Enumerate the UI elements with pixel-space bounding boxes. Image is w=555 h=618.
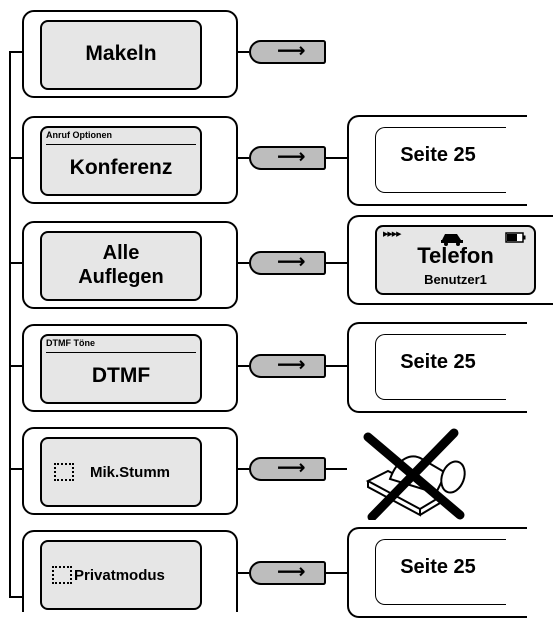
- alle-auflegen-frame: Alle Auflegen: [22, 221, 238, 309]
- car-icon: [441, 234, 463, 246]
- arrow-right-icon: ⟶: [277, 251, 306, 273]
- makeln-arrow-button[interactable]: ⟶: [249, 40, 326, 64]
- mikstumm-frame: Mik.Stumm: [22, 427, 238, 515]
- dtmf-frame: DTMF Töne DTMF: [22, 324, 238, 412]
- konferenz-arrow-button[interactable]: ⟶: [249, 146, 326, 170]
- alle-auflegen-screen[interactable]: Alle Auflegen: [40, 231, 202, 301]
- muted-phone-crossed-icon: [363, 428, 466, 520]
- arrow-right-icon: ⟶: [277, 457, 306, 479]
- mikstumm-arrow-button[interactable]: ⟶: [249, 457, 326, 481]
- mikstumm-label: Mik.Stumm: [90, 464, 171, 481]
- left-bracket: [9, 51, 22, 598]
- konferenz-screen[interactable]: Anruf Optionen Konferenz: [40, 126, 202, 196]
- arrow-right-icon: ⟶: [277, 354, 306, 376]
- konferenz-header: Anruf Optionen: [46, 130, 112, 140]
- page-ref-konferenz: Seite 25: [347, 115, 527, 206]
- page-ref-label: Seite 25: [400, 144, 476, 166]
- phone-title: Telefon: [417, 243, 494, 268]
- privatmodus-frame: Privatmodus: [22, 530, 238, 612]
- dtmf-header: DTMF Töne: [46, 338, 95, 348]
- alle-auflegen-arrow-button[interactable]: ⟶: [249, 251, 326, 275]
- arrow-right-icon: ⟶: [277, 146, 306, 168]
- dotted-placeholder-icon: [52, 566, 72, 584]
- phone-user: Benutzer1: [424, 272, 487, 287]
- makeln-frame: Makeln: [22, 10, 238, 98]
- privatmodus-label: Privatmodus: [74, 567, 165, 584]
- page-inner: [375, 539, 506, 605]
- auflegen-label: Auflegen: [78, 266, 164, 288]
- makeln-label: Makeln: [85, 42, 157, 65]
- konferenz-frame: Anruf Optionen Konferenz: [22, 116, 238, 204]
- phone-display: ▶▶▶▶ Telefon Benutzer1: [347, 215, 553, 305]
- header-divider: [46, 144, 196, 145]
- page-inner: [375, 127, 506, 193]
- battery-icon: [505, 232, 526, 243]
- phone-lcd: ▶▶▶▶ Telefon Benutzer1: [375, 225, 536, 295]
- mikstumm-screen[interactable]: Mik.Stumm: [40, 437, 202, 507]
- makeln-screen[interactable]: Makeln: [40, 20, 202, 90]
- page-ref-dtmf: Seite 25: [347, 322, 527, 413]
- privatmodus-arrow-button[interactable]: ⟶: [249, 561, 326, 585]
- page-ref-privatmodus: Seite 25: [347, 527, 527, 618]
- page-ref-label: Seite 25: [400, 351, 476, 373]
- arrow-right-icon: ⟶: [277, 561, 306, 583]
- arrow-right-icon: ⟶: [277, 40, 306, 62]
- header-divider: [46, 352, 196, 353]
- konferenz-label: Konferenz: [69, 156, 173, 179]
- page-inner: [375, 334, 506, 400]
- alle-label: Alle: [102, 242, 140, 264]
- dtmf-screen[interactable]: DTMF Töne DTMF: [40, 334, 202, 404]
- dtmf-arrow-button[interactable]: ⟶: [249, 354, 326, 378]
- signal-icon: ▶▶▶▶: [383, 231, 402, 238]
- page-ref-label: Seite 25: [400, 556, 476, 578]
- dotted-placeholder-icon: [54, 463, 74, 481]
- privatmodus-screen[interactable]: Privatmodus: [40, 540, 202, 610]
- dtmf-label: DTMF: [91, 364, 151, 387]
